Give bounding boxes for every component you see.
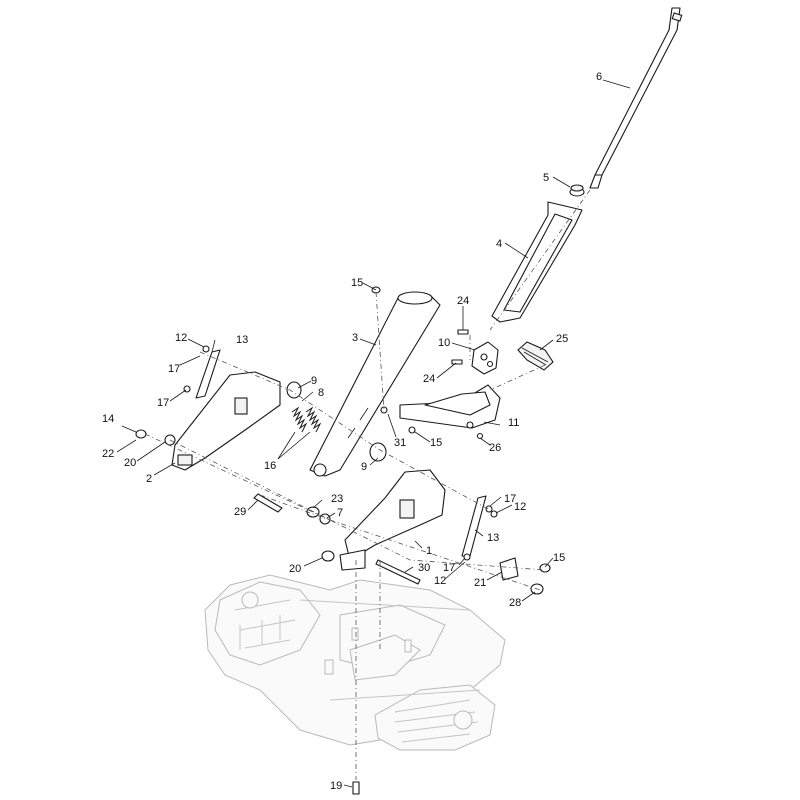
callout-20: 20 [289, 563, 301, 575]
callout-15: 15 [553, 552, 565, 564]
callout-12: 12 [434, 575, 446, 587]
callout-22: 22 [102, 448, 114, 460]
leader-lines [116, 79, 631, 788]
callout-13: 13 [487, 532, 499, 544]
callout-13: 13 [236, 334, 248, 346]
part-1-right-plate [339, 469, 446, 571]
callout-6: 6 [596, 71, 602, 83]
callout-16: 16 [264, 460, 276, 472]
callout-10: 10 [438, 337, 450, 349]
callout-28: 28 [509, 597, 521, 609]
part-10-pivot-block [471, 341, 499, 375]
part-29-pin [253, 493, 283, 513]
callout-2: 2 [146, 473, 152, 485]
callout-21: 21 [474, 577, 486, 589]
callout-9: 9 [311, 375, 317, 387]
callout-1: 1 [426, 545, 432, 557]
callout-26: 26 [489, 442, 501, 454]
assembly-centerlines [144, 189, 591, 780]
callout-17: 17 [168, 363, 180, 375]
callout-23: 23 [331, 493, 343, 505]
callout-12: 12 [175, 332, 187, 344]
callout-20: 20 [124, 457, 136, 469]
callout-9: 9 [361, 461, 367, 473]
callout-7: 7 [337, 507, 343, 519]
callout-24: 24 [423, 373, 435, 385]
callout-29: 29 [234, 506, 246, 518]
callout-17: 17 [504, 493, 516, 505]
part-4-bracket [491, 201, 583, 323]
callout-14: 14 [102, 413, 114, 425]
callout-30: 30 [418, 562, 430, 574]
callout-19: 19 [330, 780, 342, 792]
callout-15: 15 [351, 277, 363, 289]
callout-25: 25 [556, 333, 568, 345]
part-6-shaft [589, 7, 683, 189]
part-11-foot-bracket [399, 384, 501, 429]
part-13-link-arm-left [195, 349, 221, 399]
callout-17: 17 [157, 397, 169, 409]
ghost-mower-frame [204, 574, 506, 751]
callout-12: 12 [514, 501, 526, 513]
callout-4: 4 [496, 238, 502, 250]
callout-3: 3 [352, 332, 358, 344]
part-25-pedal-pad [517, 341, 554, 371]
part-5-collar [569, 184, 585, 197]
part-16-springs [291, 406, 322, 433]
part-13-link-arm-right [461, 495, 487, 557]
callout-31: 31 [394, 437, 406, 449]
part-2-left-plate [171, 371, 281, 471]
part-9-washers [286, 381, 387, 462]
part-30-bolt [375, 559, 421, 585]
callout-11: 11 [508, 417, 519, 429]
callout-labels: 6 5 4 15 24 25 3 10 24 12 13 17 9 8 17 1… [102, 71, 602, 792]
part-21-bracket [499, 557, 519, 581]
callout-8: 8 [318, 387, 324, 399]
callout-24: 24 [457, 295, 469, 307]
callout-17: 17 [443, 562, 455, 574]
part-3-main-tube [309, 291, 441, 477]
callout-5: 5 [543, 172, 549, 184]
callout-15: 15 [430, 437, 442, 449]
